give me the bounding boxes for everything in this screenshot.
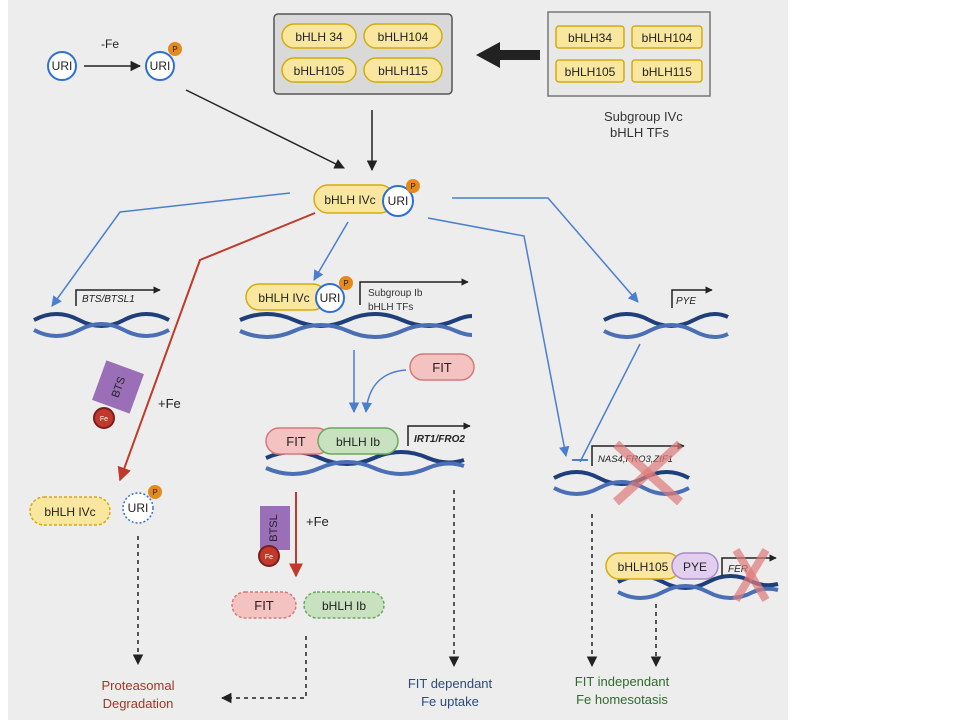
dna-bts: BTS/BTSL1	[33, 286, 170, 338]
fit-protein-label: FIT	[432, 360, 452, 375]
dissociated-fit	[231, 591, 297, 619]
outcome-fit-independant-line1: FIT independant	[575, 674, 670, 689]
sub-bhlh34: bHLH34	[568, 31, 612, 45]
dissociated-bhlh-label: bHLH IVc	[44, 505, 95, 519]
sub-bhlh105: bHLH105	[565, 65, 616, 79]
sub-bhlh115: bHLH115	[642, 65, 692, 79]
subgroup-ivc-line2: bHLH TFs	[610, 125, 669, 140]
fit-protein	[409, 353, 475, 381]
inhibition-pye	[579, 343, 641, 463]
pye-on-fer-label: PYE	[683, 560, 707, 574]
arrow-to-nas4-gene	[427, 217, 570, 458]
arrow-uri-to-complex	[185, 89, 345, 169]
arrow-to-pye-gene	[452, 197, 639, 303]
gene-bts-label: BTS/BTSL1	[82, 294, 135, 305]
uri-phospho-circle	[145, 51, 175, 81]
outcome-proteasomal-line2: Degradation	[103, 696, 174, 711]
plus-fe-left: +Fe	[158, 396, 181, 411]
plus-fe-mid: +Fe	[306, 514, 329, 529]
dna-ib: Subgroup Ib bHLH TFs bHLH IVc URI P	[239, 276, 473, 339]
background-panel	[8, 0, 788, 720]
subgroup-ivc-line1: Subgroup IVc	[604, 109, 683, 124]
tf-bhlh105: bHLH105	[294, 64, 345, 78]
dissociated-complex: bHLH IVc URI P	[29, 485, 162, 526]
gene-pye-label: PYE	[676, 296, 696, 307]
tf-box-main: bHLH 34 bHLH104 bHLH105 bHLH115	[273, 13, 453, 95]
sub-bhlh104: bHLH104	[642, 31, 693, 45]
phospho-badge	[168, 42, 182, 56]
tf-bhlh104: bHLH104	[378, 30, 429, 44]
dissociated-ib-label: bHLH Ib	[322, 599, 366, 613]
dna-pye: PYE	[603, 286, 729, 339]
outcome-fit-dependant-line2: Fe uptake	[421, 694, 479, 709]
btsl-protein-label: BTSL	[268, 514, 280, 542]
dna-nas4: NAS4,FRO3,ZIF1	[553, 440, 690, 506]
dissociated-uri-label: URI	[128, 501, 149, 515]
dna-irt1: IRT1/FRO2 FIT bHLH Ib	[265, 422, 471, 476]
uri-label: URI	[52, 59, 73, 73]
uri-phospho-label: URI	[150, 59, 171, 73]
tf-bhlh34: bHLH 34	[295, 30, 343, 44]
uri-phosphorylation: URI -Fe URI P	[47, 37, 182, 81]
bts-protein: BTS Fe	[92, 360, 144, 429]
subgroup-ib-line2: bHLH TFs	[368, 302, 413, 313]
btsl-fe-badge: Fe	[265, 554, 273, 561]
thick-arrow	[476, 42, 540, 68]
arrow-to-ib-gene	[313, 221, 349, 281]
dissociated-ib	[303, 591, 385, 619]
bhlh105-on-fer-label: bHLH105	[618, 560, 669, 574]
dissociated-fit-label: FIT	[254, 598, 274, 613]
uri-circle	[47, 51, 77, 81]
complex-bhlh-ivc-uri: bHLH IVc URI P	[313, 179, 420, 217]
ib-on-gene-label: bHLH Ib	[336, 435, 380, 449]
arrow-to-bts-gene	[51, 192, 291, 307]
ib-complex-bhlh-label: bHLH IVc	[258, 291, 309, 305]
bts-fe-badge: Fe	[100, 416, 108, 423]
outcome-proteasomal-line1: Proteasomal	[102, 678, 175, 693]
phospho-badge-label: P	[172, 45, 177, 54]
minus-fe-label: -Fe	[101, 37, 119, 51]
gene-fer-label: FER	[728, 564, 748, 575]
outcome-fit-independant-line2: Fe homesotasis	[576, 692, 668, 707]
complex-phospho-label: P	[410, 182, 415, 191]
gene-irt1-label: IRT1/FRO2	[414, 434, 465, 445]
btsl-protein: BTSL Fe	[258, 506, 290, 567]
ib-complex-phospho-label: P	[343, 279, 348, 288]
outcome-fit-dependant-line1: FIT dependant	[408, 676, 493, 691]
arrow-fit-to-complex	[361, 369, 407, 414]
ib-complex-uri-label: URI	[320, 291, 341, 305]
red-arrow-degradation	[117, 212, 316, 482]
complex-bhlh-label: bHLH IVc	[324, 193, 375, 207]
fit-on-gene-label: FIT	[286, 434, 306, 449]
complex-uri-label: URI	[388, 194, 409, 208]
dna-fer: FER bHLH105 PYE	[605, 547, 779, 603]
subgroup-ib-line1: Subgroup Ib	[368, 288, 423, 299]
tf-bhlh115: bHLH115	[378, 64, 428, 78]
tf-box-subgroup: bHLH34 bHLH104 bHLH105 bHLH115 Subgroup …	[547, 11, 711, 140]
dissociated-phospho-label: P	[152, 488, 157, 497]
